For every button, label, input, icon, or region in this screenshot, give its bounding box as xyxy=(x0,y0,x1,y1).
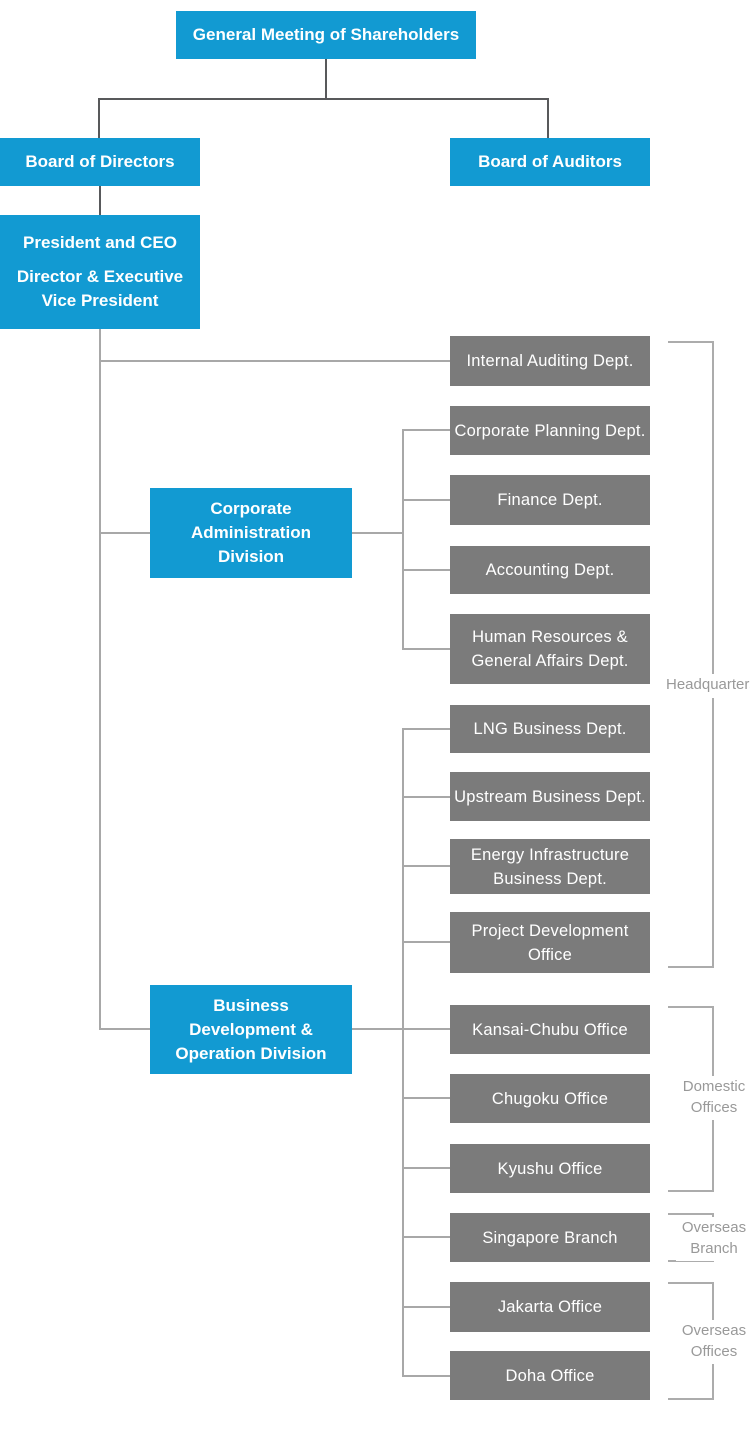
overseas-branch-label: Overseas Branch xyxy=(676,1217,750,1261)
node-label: Business Dept. xyxy=(493,869,607,888)
node-president-and-ceo: President and CEO Director & Executive V… xyxy=(0,215,200,329)
connector-line xyxy=(352,532,403,534)
node-label: Vice President xyxy=(41,291,159,310)
node-corporate-administration-division: Corporate Administration Division xyxy=(150,488,352,578)
node-label: General Meeting of Shareholders xyxy=(192,25,460,44)
connector-line xyxy=(98,98,100,138)
connector-line xyxy=(402,1306,450,1308)
node-human-resources-general-affairs-dept: Human Resources & General Affairs Dept. xyxy=(450,614,650,684)
node-label: Internal Auditing Dept. xyxy=(466,352,634,370)
node-label: Division xyxy=(217,547,285,566)
node-energy-infrastructure-business-dept: Energy Infrastructure Business Dept. xyxy=(450,839,650,894)
node-label: Administration xyxy=(191,523,311,542)
connector-line xyxy=(547,98,549,138)
node-kansai-chubu-office: Kansai-Chubu Office xyxy=(450,1005,650,1054)
connector-line xyxy=(402,1167,450,1169)
connector-line xyxy=(402,865,450,867)
connector-line xyxy=(402,429,450,431)
node-label: Operation Division xyxy=(175,1043,327,1063)
node-label: Finance Dept. xyxy=(497,491,603,509)
connector-line xyxy=(402,429,404,650)
node-label: Development & xyxy=(189,1019,313,1039)
node-label: Human Resources & xyxy=(472,628,628,646)
node-upstream-business-dept: Upstream Business Dept. xyxy=(450,772,650,821)
connector-line xyxy=(402,648,450,650)
node-label: Energy Infrastructure xyxy=(470,845,630,864)
connector-line xyxy=(325,59,327,99)
node-label: Jakarta Office xyxy=(497,1298,603,1316)
node-kyushu-office: Kyushu Office xyxy=(450,1144,650,1193)
node-project-development-office: Project Development Office xyxy=(450,912,650,973)
connector-line xyxy=(402,499,450,501)
node-business-development-operation-division: Business Development & Operation Divisio… xyxy=(150,985,352,1074)
node-chugoku-office: Chugoku Office xyxy=(450,1074,650,1123)
node-label: Kyushu Office xyxy=(497,1159,603,1178)
node-board-of-auditors: Board of Auditors xyxy=(450,138,650,186)
connector-line xyxy=(402,728,404,1377)
connector-line xyxy=(99,186,101,216)
node-singapore-branch: Singapore Branch xyxy=(450,1213,650,1262)
node-accounting-dept: Accounting Dept. xyxy=(450,546,650,594)
connector-line xyxy=(402,1097,450,1099)
node-label: Corporate xyxy=(210,499,292,518)
connector-line xyxy=(402,569,450,571)
node-label: Singapore Branch xyxy=(482,1228,618,1247)
domestic-offices-label: Domestic Offices xyxy=(676,1076,750,1120)
node-internal-auditing-dept: Internal Auditing Dept. xyxy=(450,336,650,386)
node-finance-dept: Finance Dept. xyxy=(450,475,650,525)
connector-line xyxy=(402,1236,450,1238)
node-doha-office: Doha Office xyxy=(450,1351,650,1400)
node-board-of-directors: Board of Directors xyxy=(0,138,200,186)
node-corporate-planning-dept: Corporate Planning Dept. xyxy=(450,406,650,455)
connector-line xyxy=(402,941,450,943)
node-lng-business-dept: LNG Business Dept. xyxy=(450,705,650,753)
node-label: LNG Business Dept. xyxy=(473,720,627,738)
connector-line xyxy=(402,728,450,730)
connector-line xyxy=(100,532,150,534)
node-label: President and CEO xyxy=(23,233,177,252)
connector-line xyxy=(98,98,549,100)
node-label: Chugoku Office xyxy=(491,1089,609,1108)
connector-line xyxy=(99,329,101,1030)
node-label: General Affairs Dept. xyxy=(471,652,629,670)
connector-line xyxy=(100,1028,150,1030)
overseas-offices-label: Overseas Offices xyxy=(676,1320,750,1364)
node-label: Office xyxy=(528,945,572,964)
connector-line xyxy=(100,360,450,362)
node-label: Upstream Business Dept. xyxy=(454,787,646,806)
node-general-meeting-of-shareholders: General Meeting of Shareholders xyxy=(176,11,476,59)
node-label: Kansai-Chubu Office xyxy=(472,1020,628,1039)
headquarters-label: Headquarters xyxy=(666,674,750,698)
node-label: Corporate Planning Dept. xyxy=(454,421,646,440)
node-label: Project Development xyxy=(471,921,629,940)
headquarters-bracket xyxy=(668,341,714,968)
node-label: Board of Auditors xyxy=(478,152,622,171)
connector-line xyxy=(402,796,450,798)
node-label: Business xyxy=(213,995,289,1015)
node-label: Accounting Dept. xyxy=(485,561,615,579)
node-label: Doha Office xyxy=(505,1366,595,1385)
node-label: Board of Directors xyxy=(25,152,175,171)
node-label: Director & Executive xyxy=(16,267,184,286)
node-jakarta-office: Jakarta Office xyxy=(450,1282,650,1332)
connector-line xyxy=(352,1028,450,1030)
connector-line xyxy=(402,1375,450,1377)
